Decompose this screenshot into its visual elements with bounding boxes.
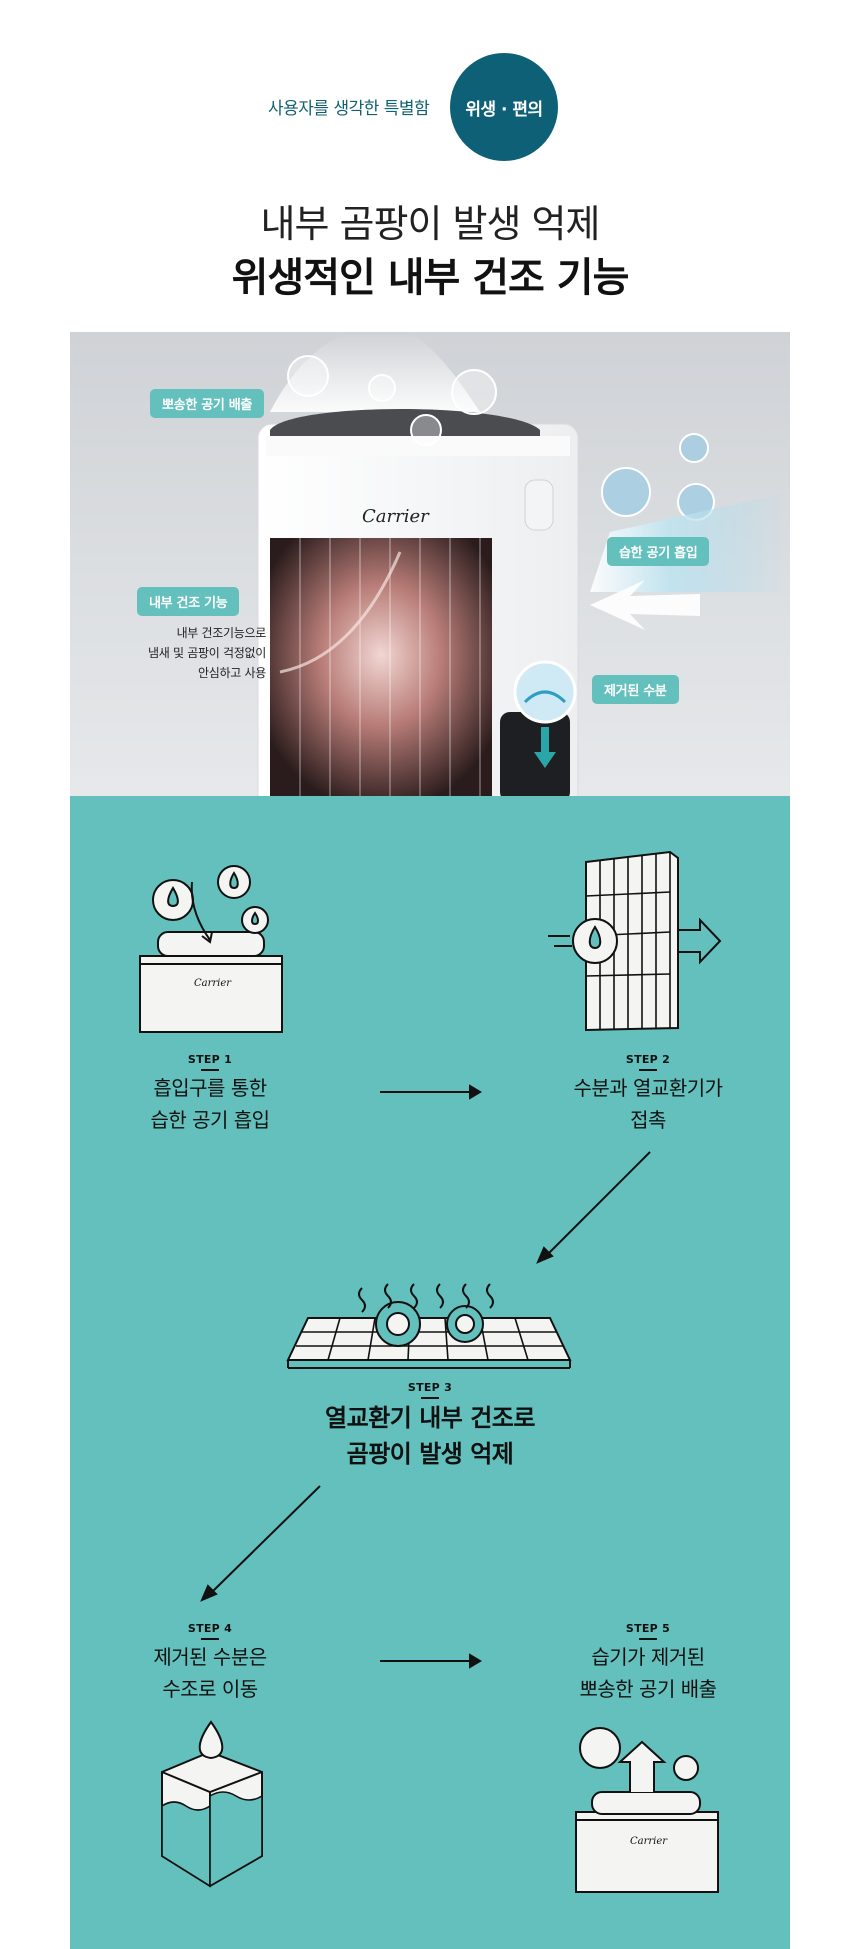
step-2-label: STEP 2 (608, 1053, 688, 1071)
tagline: 사용자를 생각한 특별함 (268, 99, 430, 119)
title-line-1: 내부 곰팡이 발생 억제 (260, 202, 601, 246)
label-humid-air: 습한 공기 흡입 (607, 537, 710, 566)
hero-product-image: Carrier 뽀송한 공기 배출 습한 공기 흡입 내부 건조 기능 제거된 … (70, 332, 790, 796)
step-3-label: STEP 3 (390, 1381, 470, 1399)
step4-water-tank-icon (161, 1720, 263, 1888)
dehumidifier-illustration: Carrier (257, 332, 790, 796)
label-fresh-air: 뽀송한 공기 배출 (150, 389, 265, 418)
label-removed-water: 제거된 수분 (592, 675, 679, 704)
svg-text:Carrier: Carrier (630, 1836, 668, 1847)
title-line-2: 위생적인 내부 건조 기능 (231, 255, 630, 301)
steps-section: Carrier (70, 796, 790, 1949)
label-internal-dry: 내부 건조 기능 (137, 587, 240, 616)
step-4-label: STEP 4 (170, 1622, 250, 1640)
step-5-label: STEP 5 (608, 1622, 688, 1640)
step5-fresh-air-icon: Carrier (575, 1727, 719, 1893)
step-4-text: 제거된 수분은 수조로 이동 (153, 1645, 267, 1701)
step-5-text: 습기가 제거된 뽀송한 공기 배출 (579, 1645, 717, 1701)
steps-illustrations: Carrier (139, 850, 722, 1893)
step3-drying-grid-icon (286, 1283, 572, 1369)
step1-intake-icon: Carrier (139, 865, 283, 1033)
step-2-text: 수분과 열교환기가 접촉 (573, 1076, 723, 1132)
category-badge: 위생 · 편의 (450, 53, 558, 161)
step-1-label: STEP 1 (170, 1053, 250, 1071)
step-1-text: 흡입구를 통한 습한 공기 흡입 (150, 1076, 270, 1132)
hero-description: 내부 건조기능으로 냄새 및 곰팡이 걱정없이 안심하고 사용 (148, 626, 266, 680)
brand-logo: Carrier (362, 506, 430, 527)
svg-text:Carrier: Carrier (194, 978, 232, 989)
step-3-text: 열교환기 내부 건조로 곰팡이 발생 억제 (325, 1404, 535, 1468)
step2-heat-exchanger-icon (548, 850, 722, 1032)
